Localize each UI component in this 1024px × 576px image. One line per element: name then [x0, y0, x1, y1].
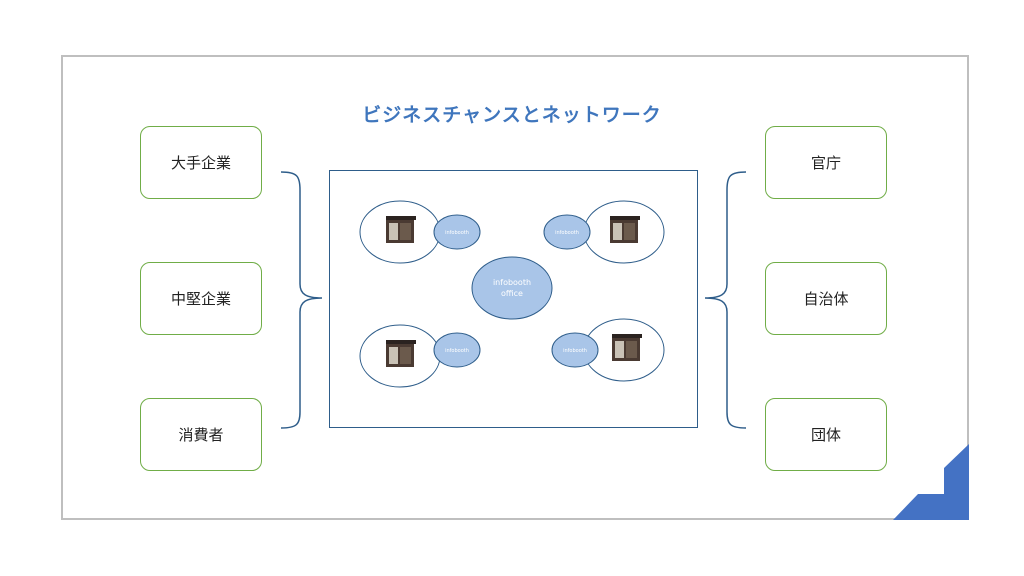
left-brace: [280, 171, 323, 429]
box-consumer: 消費者: [140, 398, 262, 471]
satellite-node: [551, 332, 599, 368]
booth-icon: [386, 340, 416, 367]
box-organization: 団体: [765, 398, 887, 471]
booth-cluster-bottom-left: infobooth: [359, 324, 481, 388]
satellite-node: [433, 332, 481, 368]
satellite-node: [433, 214, 481, 250]
satellite-label: infobooth: [445, 348, 469, 354]
booth-cluster-top-left: infobooth: [359, 200, 481, 264]
box-municipality: 自治体: [765, 262, 887, 335]
box-mid-enterprise: 中堅企業: [140, 262, 262, 335]
satellite-label: infobooth: [445, 230, 469, 236]
right-brace: [704, 171, 747, 429]
hub-node: infobooth office: [471, 256, 553, 320]
booth-cluster-top-right: infobooth: [543, 200, 665, 264]
box-large-enterprise: 大手企業: [140, 126, 262, 199]
satellite-node: [543, 214, 591, 250]
satellite-label: infobooth: [555, 230, 579, 236]
booth-icon: [612, 334, 642, 361]
box-government-agency: 官庁: [765, 126, 887, 199]
booth-cluster-bottom-right: infobooth: [551, 318, 665, 382]
satellite-label: infobooth: [563, 348, 587, 354]
booth-icon: [610, 216, 640, 243]
corner-accent-shape: [893, 444, 969, 520]
booth-icon: [386, 216, 416, 243]
hub-label-line1: infobooth: [493, 278, 531, 287]
slide-title: ビジネスチャンスとネットワーク: [362, 104, 662, 126]
hub-label-line2: office: [501, 289, 523, 298]
